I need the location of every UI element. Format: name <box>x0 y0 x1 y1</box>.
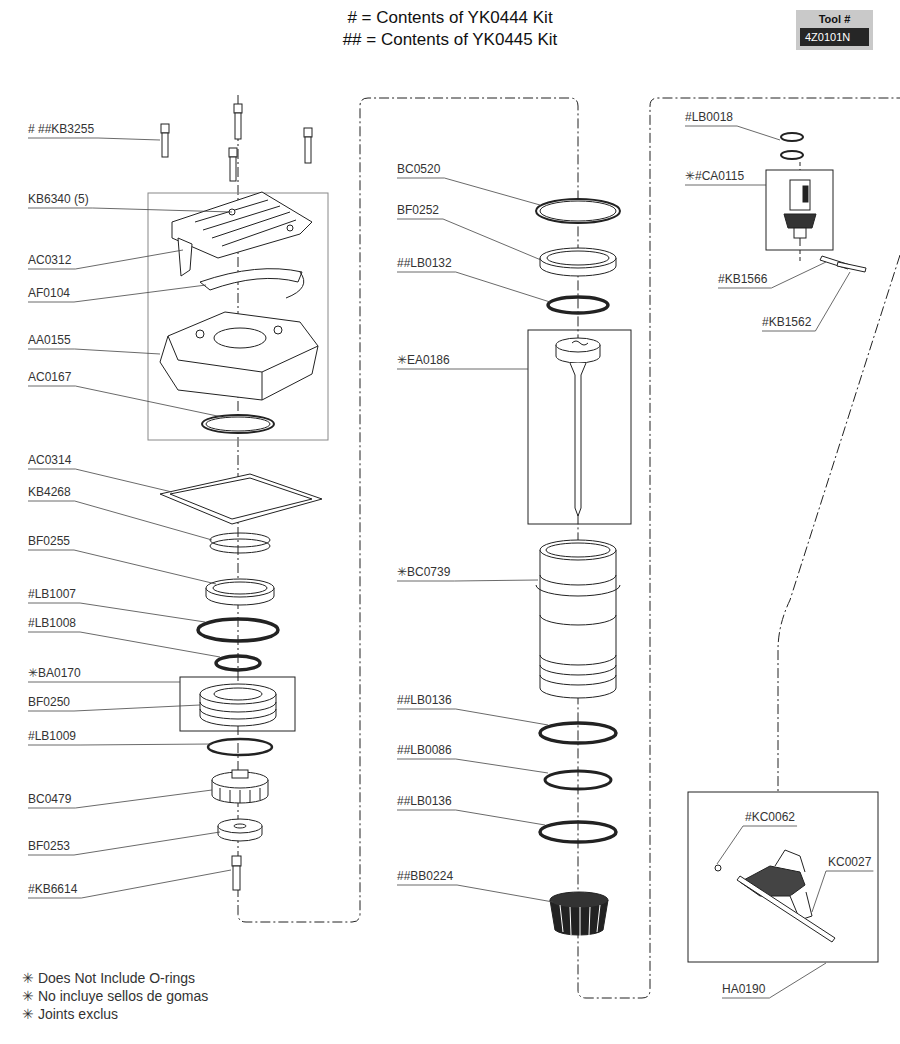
assembly-axis <box>778 255 900 792</box>
part-label: AF0104 <box>28 286 70 301</box>
leader-line <box>28 386 222 417</box>
part-label: ✳#CA0115 <box>685 169 744 184</box>
assembly-axis <box>238 95 900 998</box>
part-label: #KC0062 <box>745 810 795 825</box>
note-text: ✳ Does Not Include O-rings <box>22 970 195 987</box>
part-label: ##LB0136 <box>397 794 452 809</box>
kit-key: # = Contents of YK0444 Kit <box>347 8 552 28</box>
leader-line <box>718 262 826 288</box>
leader-line <box>762 272 850 331</box>
part-label: KC0027 <box>828 855 871 870</box>
tool-number-box: 4Z0101N <box>800 28 869 46</box>
leader-line <box>28 208 232 212</box>
part-label: ✳EA0186 <box>397 353 450 368</box>
part-label: ##LB0086 <box>397 743 452 758</box>
part-label: KB6340 (5) <box>28 192 89 207</box>
part-label: ✳BC0739 <box>397 565 450 580</box>
leader-line <box>28 550 216 584</box>
leader-line <box>397 580 538 581</box>
part-label: AC0167 <box>28 370 71 385</box>
leader-line <box>397 709 548 725</box>
part-label: #LB1008 <box>28 616 76 631</box>
leader-line <box>28 285 206 302</box>
part-label: #KB1562 <box>762 315 811 330</box>
part-label: #KB1566 <box>718 272 767 287</box>
part-label: BF0250 <box>28 695 70 710</box>
leader-line <box>28 870 231 898</box>
group-box <box>766 170 833 250</box>
part-label: #LB1007 <box>28 587 76 602</box>
leader-line <box>397 885 553 902</box>
part-label: KB4268 <box>28 485 71 500</box>
part-label: #LB1009 <box>28 729 76 744</box>
part-label: # ##KB3255 <box>28 122 94 137</box>
part-label: AC0314 <box>28 453 71 468</box>
box-text: 4Z0101N <box>805 31 864 43</box>
group-box <box>528 330 631 524</box>
group-box <box>688 792 878 962</box>
part-label: BF0255 <box>28 534 70 549</box>
part-label: ✳BA0170 <box>28 666 81 681</box>
leader-line <box>397 178 540 205</box>
leader-line <box>397 369 528 370</box>
part-drawings <box>160 104 866 942</box>
part-label: BC0479 <box>28 792 71 807</box>
part-label: BF0252 <box>397 203 439 218</box>
leader-line <box>28 138 160 140</box>
leader-line <box>28 744 212 745</box>
box-text: Tool # <box>800 13 869 25</box>
leader-line <box>812 871 873 912</box>
part-label: BF0253 <box>28 839 70 854</box>
leader-line <box>717 826 797 864</box>
part-label: AC0312 <box>28 253 71 268</box>
leader-line <box>397 810 545 825</box>
note-text: ✳ Joints exclus <box>22 1006 118 1023</box>
leader-line <box>685 126 780 140</box>
leader-line <box>397 759 548 773</box>
leader-line <box>685 185 766 186</box>
group-box <box>148 193 328 440</box>
leader-line <box>28 632 220 657</box>
assembly-axis <box>800 162 801 262</box>
kit-key: ## = Contents of YK0445 Kit <box>343 30 558 50</box>
part-label: ##BB0224 <box>397 869 453 884</box>
part-label: ##LB0136 <box>397 693 452 708</box>
part-label: BC0520 <box>397 162 440 177</box>
leader-line <box>28 682 180 683</box>
group-box <box>180 677 295 731</box>
leader-line <box>28 790 212 808</box>
bolt <box>161 104 312 181</box>
leader-line <box>28 832 220 855</box>
tool-box: Tool # 4Z0101N <box>796 10 873 50</box>
leader-line <box>397 272 550 302</box>
part-label: AA0155 <box>28 333 71 348</box>
leader-line <box>722 963 826 998</box>
part-label: #LB0018 <box>685 110 733 125</box>
leader-line <box>397 219 541 260</box>
part-label: #KB6614 <box>28 882 77 897</box>
leader-line <box>28 250 183 269</box>
part-label: HA0190 <box>722 982 765 997</box>
leader-line <box>28 349 160 354</box>
part-label: ##LB0132 <box>397 256 452 271</box>
note-text: ✳ No incluye sellos de gomas <box>22 988 208 1005</box>
